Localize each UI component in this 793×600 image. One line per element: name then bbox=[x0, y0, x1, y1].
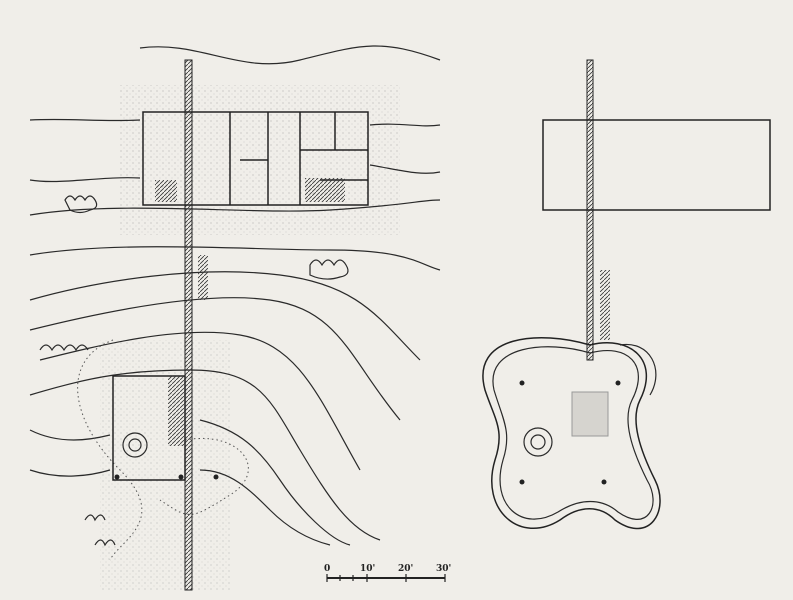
main-house-plan bbox=[142, 111, 369, 206]
pavilion-plan bbox=[112, 375, 219, 481]
scale-label-20: 20' bbox=[398, 564, 413, 574]
stone-wall-left bbox=[184, 59, 208, 591]
stipple-areas bbox=[100, 85, 400, 590]
spiral-stair-icon bbox=[523, 427, 553, 457]
shrubs bbox=[39, 195, 349, 547]
house-outline bbox=[542, 119, 771, 211]
spiral-stair-icon bbox=[122, 432, 148, 458]
scale-label-10: 10' bbox=[360, 564, 375, 574]
site-plan-left: 0 10' 20' 30' bbox=[29, 45, 451, 591]
scale-label-30: 30' bbox=[436, 564, 451, 574]
scale-label-0: 0 bbox=[324, 564, 330, 574]
scale-bar: 0 10' 20' 30' bbox=[324, 564, 451, 582]
upper-floor-plan-right bbox=[482, 59, 771, 530]
cloverleaf-floor-outline bbox=[482, 336, 661, 530]
contour-lines bbox=[29, 45, 441, 561]
